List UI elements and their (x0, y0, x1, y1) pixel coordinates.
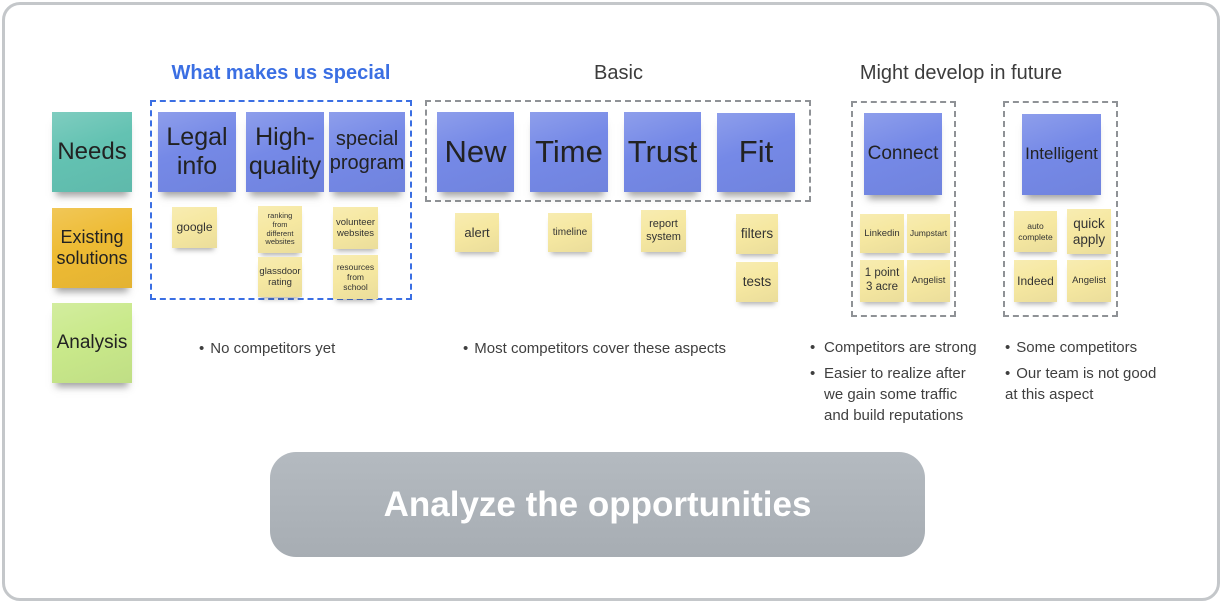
analysis-text-special: • No competitors yet (199, 338, 429, 364)
sticky-note-label: auto complete (1018, 221, 1053, 242)
sticky-note-trust[interactable]: Trust (624, 112, 701, 192)
sticky-note-label: High-quality (248, 122, 322, 181)
bullet-marker: • (1005, 339, 1011, 356)
sticky-note-existing-solutions[interactable]: Existing solutions (52, 208, 132, 288)
sticky-note-label: volunteer websites (335, 216, 376, 239)
group-box-basic[interactable] (425, 100, 811, 202)
bullet-marker: • (1005, 365, 1011, 382)
sticky-note-tests[interactable]: tests (736, 262, 778, 302)
sticky-note-fit[interactable]: Fit (717, 113, 795, 192)
sticky-note-label: Linkedin (864, 227, 900, 239)
sticky-note-label: Needs (57, 137, 127, 165)
sticky-note-label: ranking from different websites (265, 210, 295, 247)
analysis-text-connect: • Competitors are strong • Easier to reali… (810, 337, 982, 431)
analysis-bullet-text: Some competitors (1016, 339, 1138, 356)
sticky-note-angelist-intelligent[interactable]: Angelist (1067, 260, 1111, 302)
sticky-note-linkedin[interactable]: Linkedin (860, 214, 904, 253)
sticky-note-resources-from-school[interactable]: resources from school (333, 255, 378, 299)
analyze-opportunities-button[interactable]: Analyze the opportunities (270, 452, 925, 557)
sticky-note-label: Time (535, 133, 603, 169)
analysis-text-basic: • Most competitors cover these aspects (463, 338, 763, 364)
analysis-bullet-text: Most competitors cover these aspects (474, 340, 727, 357)
sticky-note-label: Jumpstart (909, 228, 948, 239)
sticky-note-label: Intelligent (1025, 144, 1098, 164)
bullet-marker: • (810, 365, 816, 382)
sticky-note-label: Fit (738, 134, 774, 170)
sticky-note-label: google (176, 220, 213, 235)
sticky-note-1-point-3-acre[interactable]: 1 point 3 acre (860, 260, 904, 302)
analysis-bullet: • No competitors yet (199, 338, 429, 359)
analysis-bullet-text: Easier to realize after we gain some tra… (824, 365, 966, 424)
sticky-note-time[interactable]: Time (530, 112, 608, 192)
sticky-note-alert[interactable]: alert (455, 213, 499, 252)
sticky-note-google[interactable]: google (172, 207, 217, 248)
sticky-note-analysis[interactable]: Analysis (52, 303, 132, 383)
header-basic: Basic (594, 62, 643, 84)
analysis-bullet-text: No competitors yet (210, 340, 336, 357)
bullet-marker: • (810, 339, 816, 356)
sticky-note-connect[interactable]: Connect (864, 113, 942, 195)
sticky-note-label: Connect (867, 142, 939, 164)
analysis-bullet: • Easier to realize after we gain some tr… (810, 363, 982, 426)
group-box-special[interactable] (150, 100, 412, 300)
sticky-note-label: New (444, 133, 507, 169)
sticky-note-label: special program (329, 128, 405, 174)
header-what-makes-us-special: What makes us special (171, 62, 391, 84)
analysis-bullet: • Most competitors cover these aspects (463, 338, 763, 359)
analysis-bullet: •Our team is not good at this aspect (1005, 363, 1173, 405)
sticky-note-jumpstart[interactable]: Jumpstart (907, 214, 950, 253)
sticky-note-needs[interactable]: Needs (52, 112, 132, 192)
analysis-bullet: • Some competitors (1005, 337, 1173, 358)
sticky-note-label: timeline (552, 226, 588, 238)
header-might-develop-in-future: Might develop in future (859, 62, 1063, 84)
sticky-note-quick-apply[interactable]: quick apply (1067, 209, 1111, 254)
sticky-note-label: resources from school (336, 261, 375, 292)
sticky-note-auto-complete[interactable]: auto complete (1014, 211, 1057, 252)
group-box-intelligent[interactable] (1003, 101, 1118, 317)
sticky-note-label: Angelist (1072, 275, 1106, 287)
bullet-marker: • (463, 340, 469, 357)
sticky-note-label: alert (464, 224, 490, 240)
sticky-note-volunteer-websites[interactable]: volunteer websites (333, 207, 378, 249)
sticky-note-filters[interactable]: filters (736, 214, 778, 254)
sticky-note-label: Analysis (56, 331, 128, 353)
sticky-note-label: report system (646, 218, 681, 243)
sticky-note-label: Trust (627, 133, 698, 169)
analysis-text-intelligent: •Some competitors •Our team is not good … (1005, 337, 1173, 410)
sticky-note-label: Existing solutions (56, 226, 128, 268)
sticky-note-glassdoor-rating[interactable]: glassdoor rating (258, 257, 302, 297)
sticky-note-label: Indeed (1017, 273, 1054, 288)
sticky-note-label: glassdoor rating (259, 265, 301, 288)
sticky-note-angelist-connect[interactable]: Angelist (907, 260, 950, 302)
sticky-note-ranking-from-different-websites[interactable]: ranking from different websites (258, 206, 302, 253)
sticky-note-special-program[interactable]: special program (329, 112, 405, 192)
analyze-opportunities-button-label: Analyze the opportunities (383, 484, 812, 524)
sticky-note-legal-info[interactable]: Legal info (158, 112, 236, 192)
sticky-note-label: tests (742, 274, 772, 290)
sticky-note-label: Legal info (166, 122, 228, 181)
sticky-note-high-quality[interactable]: High-quality (246, 112, 324, 192)
sticky-note-intelligent[interactable]: Intelligent (1022, 114, 1101, 195)
sticky-note-label: Angelist (911, 275, 946, 287)
analysis-bullet: • Competitors are strong (810, 337, 982, 358)
group-box-connect[interactable] (851, 101, 956, 317)
sticky-note-timeline[interactable]: timeline (548, 213, 592, 252)
sticky-note-indeed[interactable]: Indeed (1014, 260, 1057, 302)
analysis-bullet-text: Competitors are strong (824, 339, 977, 356)
sticky-note-label: 1 point 3 acre (864, 267, 900, 293)
analysis-bullet-text: Our team is not good at this aspect (1005, 365, 1157, 403)
sticky-note-new[interactable]: New (437, 112, 514, 192)
sticky-note-label: quick apply (1072, 215, 1106, 247)
sticky-note-report-system[interactable]: report system (641, 210, 686, 252)
bullet-marker: • (199, 340, 205, 357)
sticky-note-label: filters (740, 226, 774, 242)
